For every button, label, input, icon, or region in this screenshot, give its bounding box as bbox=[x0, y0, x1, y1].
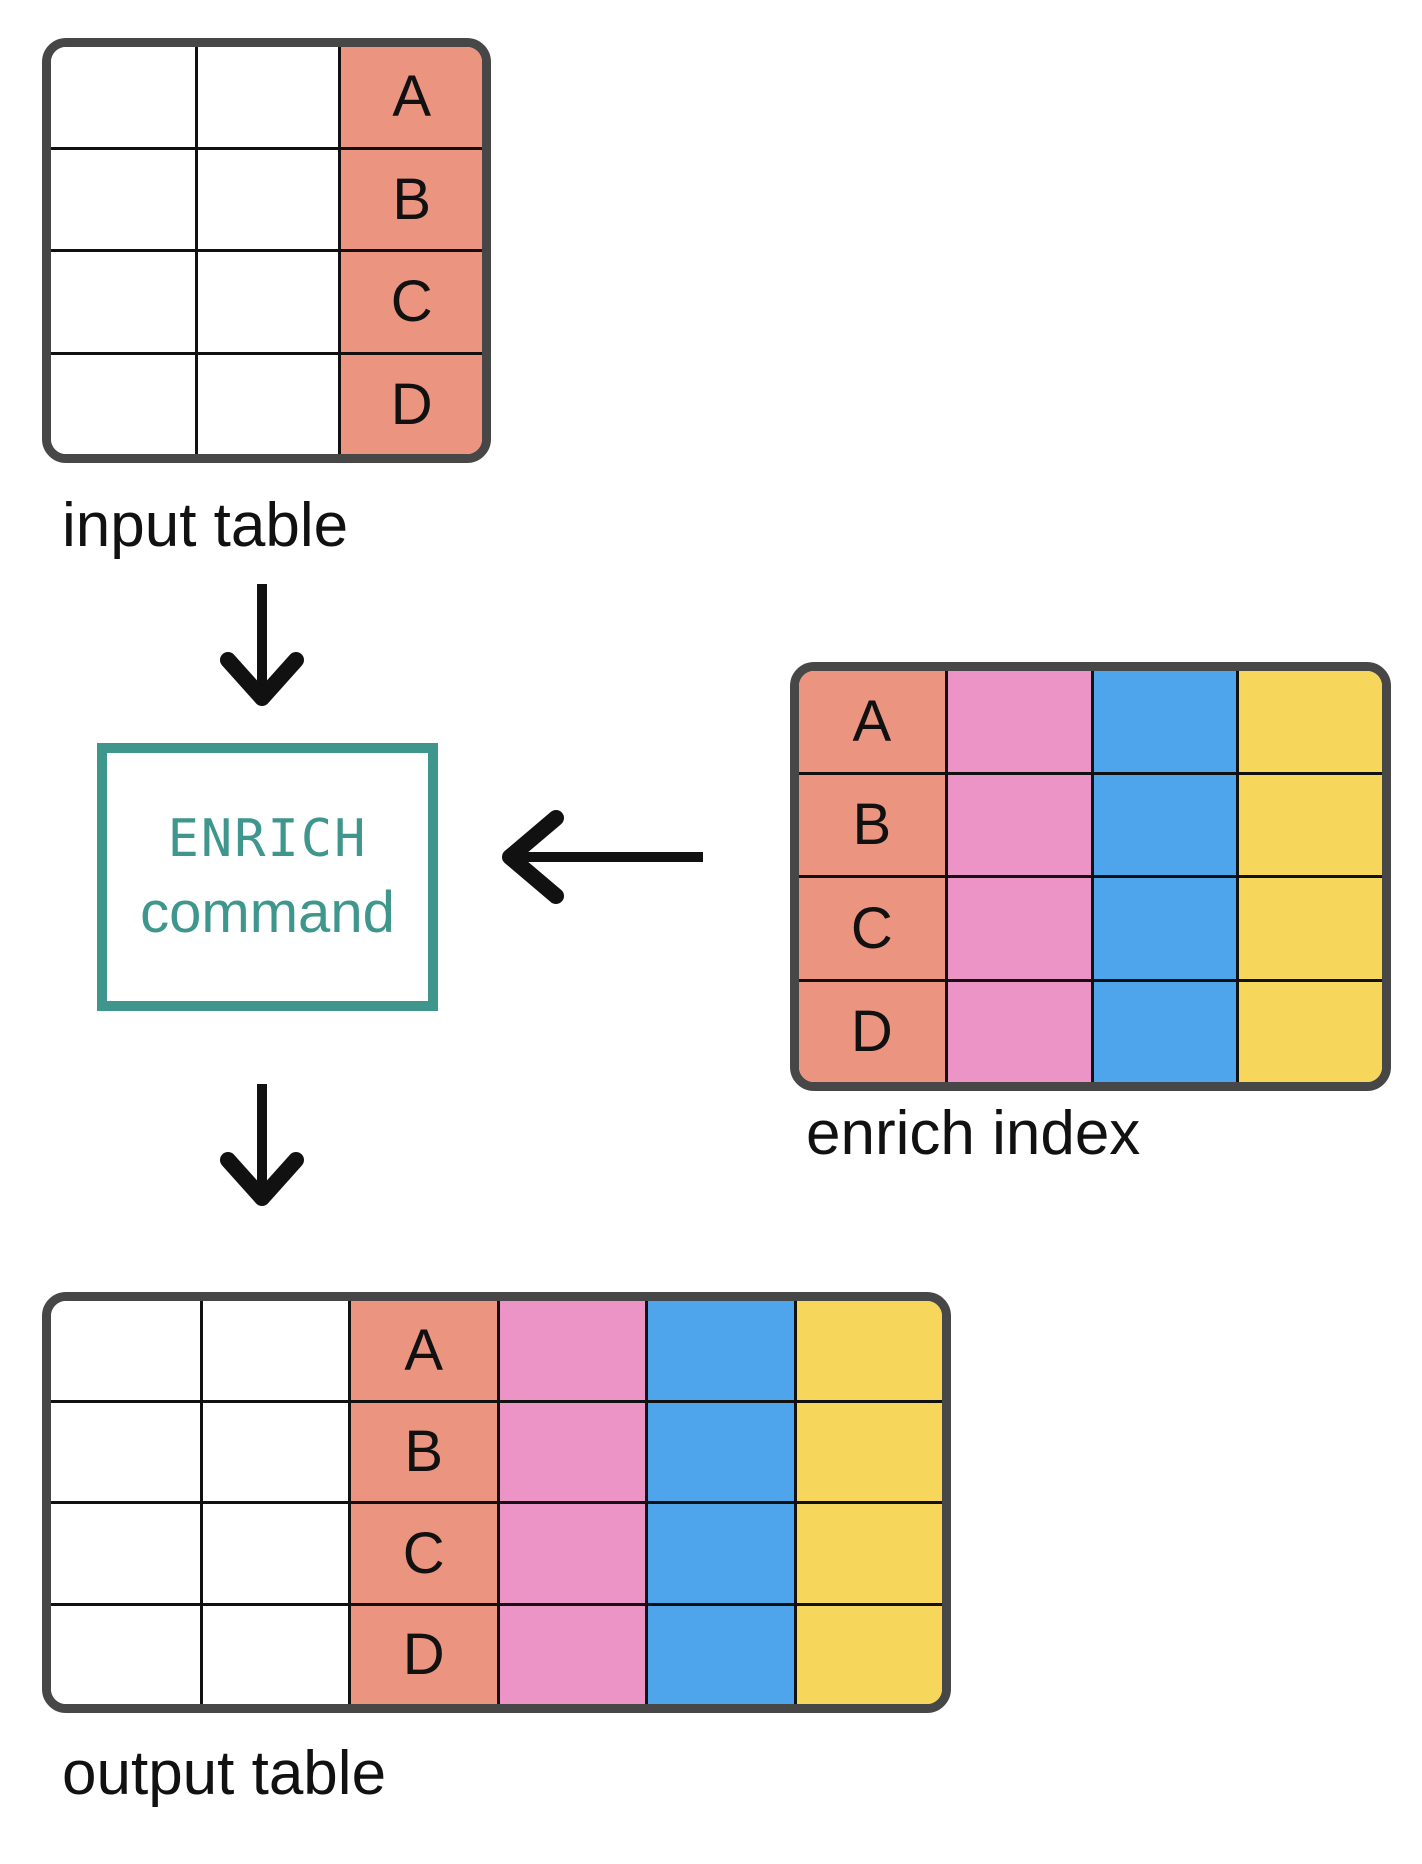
table-cell: C bbox=[338, 249, 482, 352]
table-cell: B bbox=[348, 1399, 497, 1501]
table-cell bbox=[944, 671, 1091, 772]
arrow-down-icon bbox=[220, 1084, 304, 1206]
table-cell: D bbox=[348, 1602, 497, 1704]
enrich-command-box: ENRICH command bbox=[97, 743, 438, 1011]
enrich-command-keyword: ENRICH bbox=[167, 808, 368, 869]
table-cell bbox=[944, 978, 1091, 1082]
output-table-label: output table bbox=[62, 1739, 387, 1808]
table-cell bbox=[1090, 978, 1237, 1082]
table-cell bbox=[199, 1501, 348, 1603]
table-cell bbox=[51, 249, 195, 352]
table-cell bbox=[1236, 978, 1382, 1082]
table-cell bbox=[51, 351, 195, 454]
table-cell bbox=[793, 1602, 942, 1704]
table-cell: B bbox=[338, 146, 482, 249]
table-cell bbox=[194, 146, 339, 249]
table-cell: A bbox=[348, 1301, 497, 1400]
table-cell bbox=[793, 1501, 942, 1603]
table-cell bbox=[51, 1602, 200, 1704]
table-cell bbox=[1236, 875, 1382, 979]
table-cell: A bbox=[338, 47, 482, 147]
table-cell bbox=[944, 771, 1091, 875]
table-cell bbox=[1090, 671, 1237, 772]
table-cell bbox=[645, 1602, 794, 1704]
table-cell: D bbox=[799, 978, 945, 1082]
table-cell bbox=[194, 47, 339, 147]
table-cell bbox=[496, 1301, 645, 1400]
table-cell bbox=[793, 1399, 942, 1501]
table-cell bbox=[1090, 875, 1237, 979]
table-cell bbox=[51, 1399, 200, 1501]
table-cell bbox=[51, 47, 195, 147]
table-cell bbox=[944, 875, 1091, 979]
table-cell bbox=[1236, 771, 1382, 875]
table-cell: A bbox=[799, 671, 945, 772]
table-cell bbox=[793, 1301, 942, 1400]
table-cell: D bbox=[338, 351, 482, 454]
table-cell bbox=[1236, 671, 1382, 772]
table-cell bbox=[496, 1399, 645, 1501]
table-cell bbox=[496, 1501, 645, 1603]
table-cell bbox=[496, 1602, 645, 1704]
input-table-label: input table bbox=[62, 491, 349, 560]
table-cell bbox=[199, 1399, 348, 1501]
table-cell bbox=[194, 249, 339, 352]
arrow-down-icon bbox=[220, 584, 304, 706]
table-cell bbox=[645, 1301, 794, 1400]
arrow-left-icon bbox=[502, 810, 703, 904]
table-cell: C bbox=[799, 875, 945, 979]
table-cell bbox=[194, 351, 339, 454]
enrich-index-label: enrich index bbox=[806, 1099, 1141, 1168]
table-cell bbox=[51, 1301, 200, 1400]
table-cell bbox=[1090, 771, 1237, 875]
table-cell bbox=[645, 1501, 794, 1603]
table-cell: B bbox=[799, 771, 945, 875]
table-cell: C bbox=[348, 1501, 497, 1603]
table-cell bbox=[199, 1301, 348, 1400]
table-cell bbox=[199, 1602, 348, 1704]
table-cell bbox=[51, 1501, 200, 1603]
table-cell bbox=[51, 146, 195, 249]
enrich-command-word: command bbox=[140, 879, 395, 945]
table-cell bbox=[645, 1399, 794, 1501]
